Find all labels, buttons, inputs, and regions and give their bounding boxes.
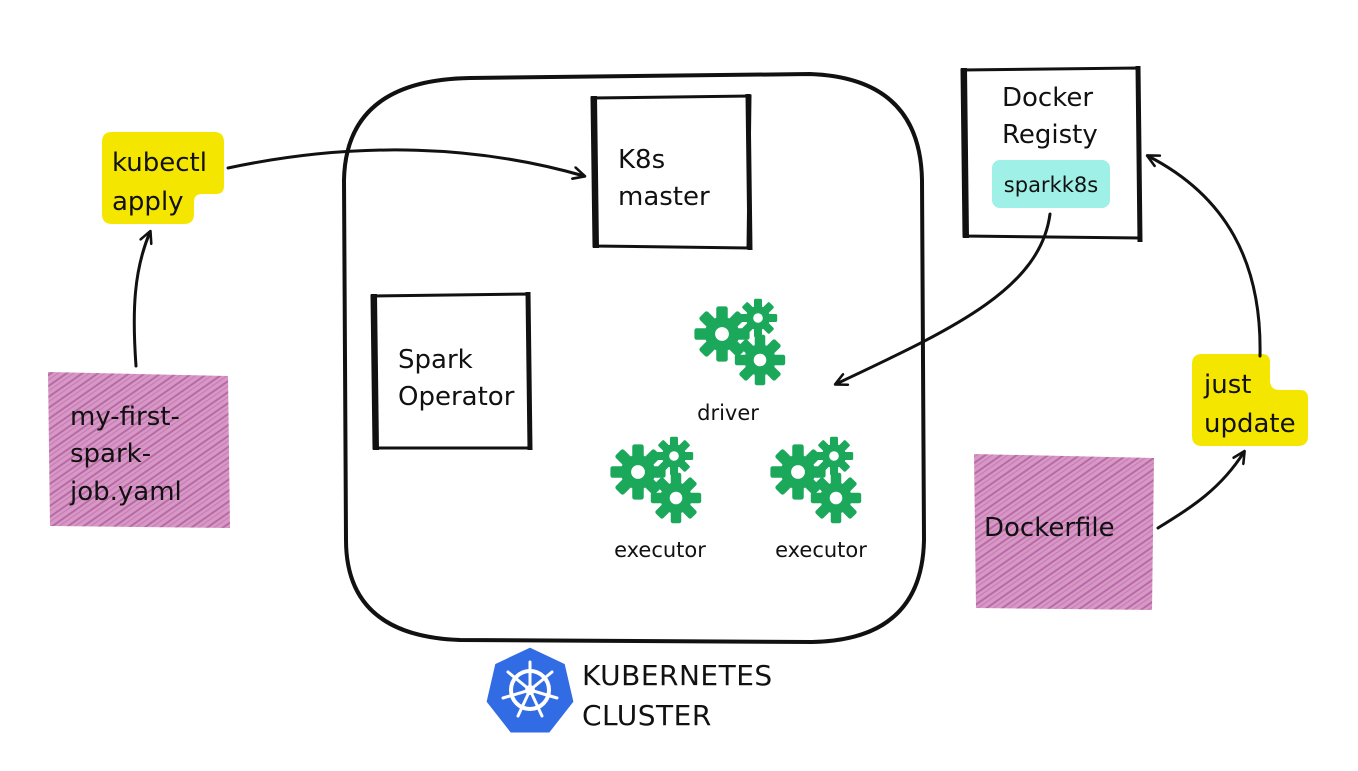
spark-operator-label-line-2: Operator xyxy=(398,382,515,412)
just-update-note: just update xyxy=(1192,354,1308,446)
executor-1-gears-icon xyxy=(610,437,701,523)
k8s-master-box: K8s master xyxy=(590,93,753,251)
dockerfile-note: Dockerfile xyxy=(974,454,1154,610)
cluster-label-line-2: CLUSTER xyxy=(582,699,712,732)
arrow-registry-to-driver xyxy=(836,212,1052,384)
spark-operator-label-line-1: Spark xyxy=(398,345,473,375)
kubectl-label-line-1: kubectl xyxy=(112,148,207,178)
arrow-kubectl-to-master xyxy=(226,148,584,176)
registry-image-tag xyxy=(992,160,1110,208)
kubernetes-helm-wheel-icon xyxy=(483,644,577,736)
job-yaml-label-line-2: spark- xyxy=(70,439,151,469)
kubectl-apply-note: kubectl apply xyxy=(102,132,224,224)
k8s-master-label-line-1: K8s xyxy=(618,145,665,175)
driver-gears-icon xyxy=(694,299,785,385)
registry-image-label: sparkk8s xyxy=(1004,173,1098,197)
job-yaml-label-line-3: job.yaml xyxy=(69,477,182,507)
k8s-master-label-line-2: master xyxy=(618,182,710,212)
kubectl-label-line-2: apply xyxy=(112,187,184,217)
driver-label: driver xyxy=(697,401,759,425)
just-update-label-line-2: update xyxy=(1204,409,1296,439)
cluster-label-line-1: KUBERNETES xyxy=(582,659,773,692)
just-update-label-line-1: just xyxy=(1203,370,1251,400)
arrow-dockerfile-to-update xyxy=(1156,452,1244,530)
dockerfile-label: Dockerfile xyxy=(984,513,1115,543)
cluster-boundary xyxy=(342,72,926,644)
job-yaml-label-line-1: my-first- xyxy=(70,402,180,432)
arrow-yaml-to-kubectl xyxy=(132,232,150,368)
arrow-update-to-registry xyxy=(1148,156,1262,358)
executor-1-label: executor xyxy=(614,538,706,562)
executor-2-label: executor xyxy=(775,538,867,562)
docker-registry-box: Docker Registy sparkk8s xyxy=(960,65,1143,243)
job-yaml-note: my-first- spark- job.yaml xyxy=(48,372,230,528)
executor-2-gears-icon xyxy=(770,437,861,523)
docker-registry-label-line-1: Docker xyxy=(1002,83,1093,113)
spark-operator-box: Spark Operator xyxy=(370,291,533,451)
docker-registry-label-line-2: Registy xyxy=(1002,120,1098,150)
